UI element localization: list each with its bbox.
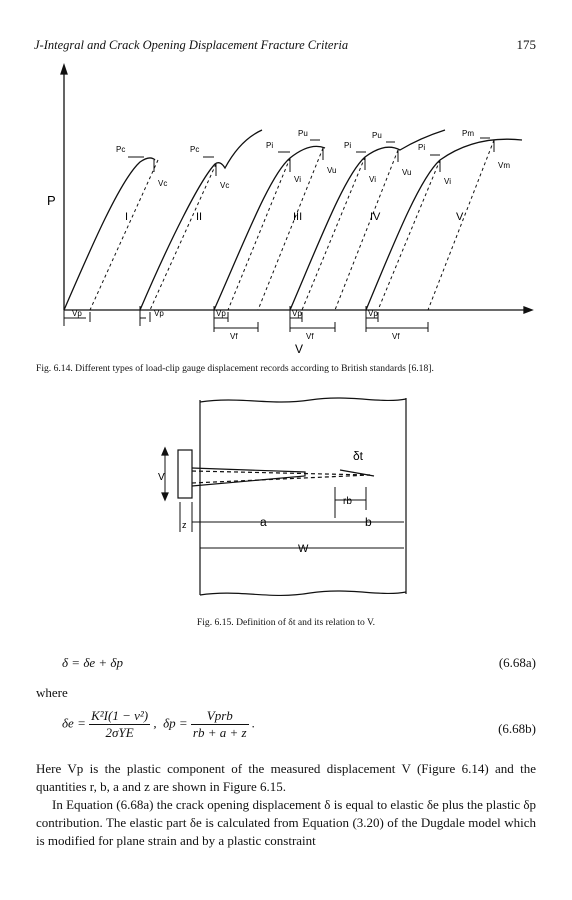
page-number: 175 [516,37,537,52]
figure-6-15-crack-specimen: δt V z rb a b W [158,397,407,597]
clip-gauge-block [177,449,193,499]
load-label: Pu [372,131,382,140]
plastic-disp-label: Vp [216,309,226,318]
body-text: Here Vp is the plastic component of the … [36,760,536,850]
crack-opening-arrow [339,469,375,477]
elastic-fraction: K²I(1 − ν²) 2σYE [89,708,151,741]
plastic-disp-label: Vp [368,309,378,318]
curve-type-1 [63,157,156,311]
plastic-fraction: Vprb rb + a + z [190,708,249,741]
p-axis-arrow-icon [60,62,68,75]
unload-line-2 [149,163,217,311]
equation-end: . [251,715,256,731]
equation-number-6-68a: (6.68a) [498,655,536,670]
disp-label: Vm [498,161,510,170]
disp-label: Vi [294,175,301,184]
load-label: Pm [462,129,474,138]
curve-type-5 [365,138,523,311]
equation-number-6-68b: (6.68b) [498,721,536,736]
plastic-disp-label: Vp [72,309,82,318]
break-line-top [199,397,407,403]
curve-type-2 [139,129,263,311]
type-label-5: V [456,211,464,223]
plastic-denominator: rb + a + z [192,725,247,740]
z-label: z [182,520,187,530]
curve-type-4 [289,129,446,311]
equation-6-68a: δ = δe + δp [62,655,123,670]
break-line-bottom [199,590,407,597]
paragraph-2: In Equation (6.68a) the crack opening di… [36,797,536,848]
delta-t-label: δt [353,449,364,463]
disp-label: Vi [369,175,376,184]
rb-label: rb [343,496,352,507]
load-label: Pi [344,141,351,150]
disp-label: Vc [158,179,167,188]
figure-6-14-load-displacement-records: P V I II III IV V Pc Pc Pi Pu Pi Pu Pi P… [47,62,534,356]
crack-flank-projection [191,470,371,476]
crack-notch [191,467,306,487]
disp-label: Vi [444,177,451,186]
total-disp-label: Vf [392,332,400,341]
elastic-numerator: K²I(1 − ν²) [89,708,151,725]
load-label: Pu [298,129,308,138]
plastic-disp-label: Vp [292,309,302,318]
load-label: Pc [116,145,125,154]
figure-6-14-caption: Fig. 6.14. Different types of load-clip … [36,363,434,374]
w-label: W [298,543,309,555]
disp-label: Vc [220,181,229,190]
equation-6-68b: δe = K²I(1 − ν²) 2σYE , δp = Vprb rb + a… [62,708,255,741]
b-label: b [365,515,372,529]
paragraph-1: Here Vp is the plastic component of the … [36,761,536,794]
type-label-3: III [293,211,302,223]
v-label: V [158,472,165,483]
p-axis-label: P [47,193,56,208]
type-label-1: I [125,211,128,223]
plastic-disp-label: Vp [154,309,164,318]
type-label-4: IV [370,211,381,223]
where-text: where [36,685,68,700]
v-axis-label: V [295,342,303,356]
running-header-title: J-Integral and Crack Opening Displacemen… [34,38,349,52]
total-disp-label: Vf [306,332,314,341]
separator: , [153,715,157,731]
load-label: Pc [190,145,199,154]
type-label-2: II [196,211,202,223]
disp-label: Vu [402,168,412,177]
disp-label: Vu [327,166,337,175]
delta-p-lhs: δp = [163,715,188,731]
load-label: Pi [266,141,273,150]
load-label: Pi [418,143,425,152]
v-axis-arrow-icon [523,306,534,314]
a-label: a [260,515,267,529]
delta-e-lhs: δe = [62,715,86,731]
figure-6-15-caption: Fig. 6.15. Definition of δt and its rela… [196,617,376,628]
curve-type-3 [213,145,326,311]
total-disp-label: Vf [230,332,238,341]
elastic-denominator: 2σYE [105,725,134,740]
plastic-numerator: Vprb [190,708,249,725]
